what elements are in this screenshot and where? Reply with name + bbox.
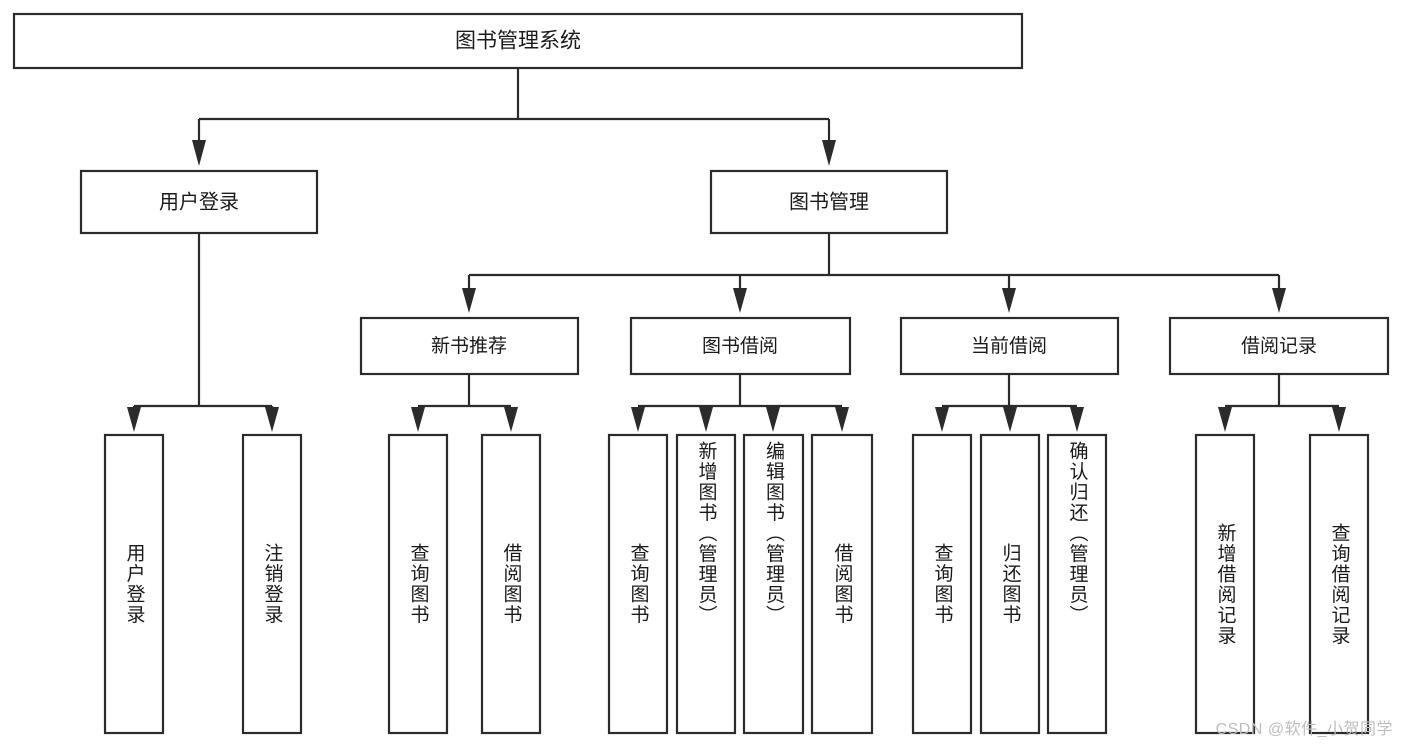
- arrow-head-borrow-record: [1272, 288, 1286, 313]
- node-book-manage-box[interactable]: [709, 169, 949, 235]
- node-user-login[interactable]: 用户登录: [79, 169, 319, 235]
- arrow-head-book-manage: [822, 140, 836, 166]
- arrow-head-leaf-query-book-2: [631, 407, 645, 432]
- node-leaf-query-book-1-label: 查询图书: [407, 543, 429, 625]
- node-borrow-record-box[interactable]: [1168, 316, 1390, 376]
- arrow-head-user-login: [192, 140, 206, 166]
- connector-group-new-book-recommend: [411, 374, 518, 432]
- arrow-head-leaf-user-login: [127, 407, 141, 432]
- connector-group-book-borrow: [631, 374, 849, 432]
- node-leaf-query-book-1[interactable]: 查询图书: [387, 433, 449, 735]
- node-leaf-query-record-box[interactable]: [1308, 433, 1370, 735]
- node-book-manage-label: 图书管理: [789, 190, 869, 213]
- node-user-login-label: 用户登录: [159, 190, 239, 213]
- arrow-head-leaf-add-book: [699, 407, 713, 432]
- node-leaf-query-record-label: 查询借阅记录: [1328, 522, 1350, 646]
- node-leaf-confirm-return[interactable]: 确认归还（管理员）: [1046, 433, 1108, 735]
- connector-group-current-borrow: [935, 374, 1084, 432]
- node-leaf-borrow-book-1-box[interactable]: [480, 433, 542, 735]
- node-leaf-return-book-label: 归还图书: [999, 543, 1021, 625]
- node-borrow-record[interactable]: 借阅记录: [1168, 316, 1390, 376]
- node-leaf-query-record[interactable]: 查询借阅记录: [1308, 433, 1370, 735]
- node-leaf-query-book-3-box[interactable]: [911, 433, 973, 735]
- connector-group-book-manage: [462, 233, 1286, 313]
- arrow-head-leaf-return-book: [1003, 407, 1017, 432]
- node-leaf-query-book-2-box[interactable]: [607, 433, 669, 735]
- connector-group-root: [192, 68, 836, 166]
- node-leaf-logout[interactable]: 注销登录: [241, 433, 303, 735]
- node-leaf-add-record[interactable]: 新增借阅记录: [1194, 433, 1256, 735]
- arrow-head-leaf-borrow-book-1: [504, 407, 518, 432]
- node-leaf-add-book-label: 新增图书（管理员）: [695, 441, 717, 626]
- node-leaf-logout-box[interactable]: [241, 433, 303, 735]
- arrow-head-leaf-query-book-3: [935, 407, 949, 432]
- node-current-borrow-box[interactable]: [899, 316, 1120, 376]
- arrow-head-new-book-recommend: [462, 288, 476, 313]
- leaf-nodes-group: 用户登录 注销登录 查询图书: [103, 433, 1370, 735]
- csdn-watermark: CSDN @软件_小贺同学: [1215, 721, 1393, 738]
- node-book-borrow[interactable]: 图书借阅: [629, 316, 852, 376]
- arrow-head-leaf-add-record: [1218, 407, 1232, 432]
- node-leaf-borrow-book-2-label: 借阅图书: [831, 543, 853, 625]
- arrow-head-leaf-query-book-1: [411, 407, 425, 432]
- node-leaf-add-book[interactable]: 新增图书（管理员）: [675, 433, 737, 735]
- node-leaf-add-book-box[interactable]: [675, 433, 737, 735]
- arrow-head-leaf-query-record: [1332, 407, 1346, 432]
- node-leaf-add-record-box[interactable]: [1194, 433, 1256, 735]
- connector-group-borrow-record: [1218, 374, 1346, 432]
- node-book-borrow-box[interactable]: [629, 316, 852, 376]
- node-leaf-borrow-book-2[interactable]: 借阅图书: [810, 433, 874, 735]
- node-leaf-edit-book-box[interactable]: [742, 433, 805, 735]
- node-leaf-query-book-2[interactable]: 查询图书: [607, 433, 669, 735]
- node-leaf-query-book-3[interactable]: 查询图书: [911, 433, 973, 735]
- node-leaf-confirm-return-box[interactable]: [1046, 433, 1108, 735]
- node-leaf-edit-book-label: 编辑图书（管理员）: [763, 441, 784, 626]
- node-root-label: 图书管理系统: [455, 30, 581, 53]
- node-leaf-borrow-book-1[interactable]: 借阅图书: [480, 433, 542, 735]
- node-leaf-user-login[interactable]: 用户登录: [103, 433, 165, 735]
- arrow-head-leaf-confirm-return: [1070, 407, 1084, 432]
- node-leaf-borrow-book-1-label: 借阅图书: [500, 543, 522, 625]
- arrow-head-book-borrow: [733, 288, 747, 313]
- node-leaf-return-book[interactable]: 归还图书: [979, 433, 1041, 735]
- arrow-head-leaf-logout: [265, 407, 279, 432]
- connector-group-user-login: [127, 233, 279, 432]
- arrow-head-leaf-borrow-book-2: [835, 407, 849, 432]
- node-leaf-edit-book[interactable]: 编辑图书（管理员）: [742, 433, 805, 735]
- node-root[interactable]: 图书管理系统: [12, 12, 1024, 70]
- node-borrow-record-label: 借阅记录: [1241, 335, 1317, 357]
- node-new-book-recommend-label: 新书推荐: [431, 335, 507, 357]
- node-root-box[interactable]: [12, 12, 1024, 70]
- node-current-borrow[interactable]: 当前借阅: [899, 316, 1120, 376]
- node-leaf-confirm-return-label: 确认归还（管理员）: [1066, 441, 1088, 626]
- arrow-head-current-borrow: [1002, 288, 1016, 313]
- node-leaf-user-login-box[interactable]: [103, 433, 165, 735]
- node-current-borrow-label: 当前借阅: [971, 335, 1047, 357]
- node-book-manage[interactable]: 图书管理: [709, 169, 949, 235]
- node-leaf-add-record-label: 新增借阅记录: [1214, 522, 1236, 646]
- node-new-book-recommend-box[interactable]: [359, 316, 580, 376]
- node-new-book-recommend[interactable]: 新书推荐: [359, 316, 580, 376]
- node-leaf-logout-label: 注销登录: [261, 543, 283, 625]
- node-leaf-query-book-3-label: 查询图书: [931, 543, 953, 625]
- node-user-login-box[interactable]: [79, 169, 319, 235]
- node-book-borrow-label: 图书借阅: [702, 335, 778, 357]
- node-leaf-user-login-label: 用户登录: [123, 543, 145, 625]
- arrow-head-leaf-edit-book: [766, 407, 780, 432]
- node-leaf-query-book-1-box[interactable]: [387, 433, 449, 735]
- node-leaf-borrow-book-2-box[interactable]: [810, 433, 874, 735]
- node-leaf-return-book-box[interactable]: [979, 433, 1041, 735]
- node-leaf-query-book-2-label: 查询图书: [627, 543, 649, 625]
